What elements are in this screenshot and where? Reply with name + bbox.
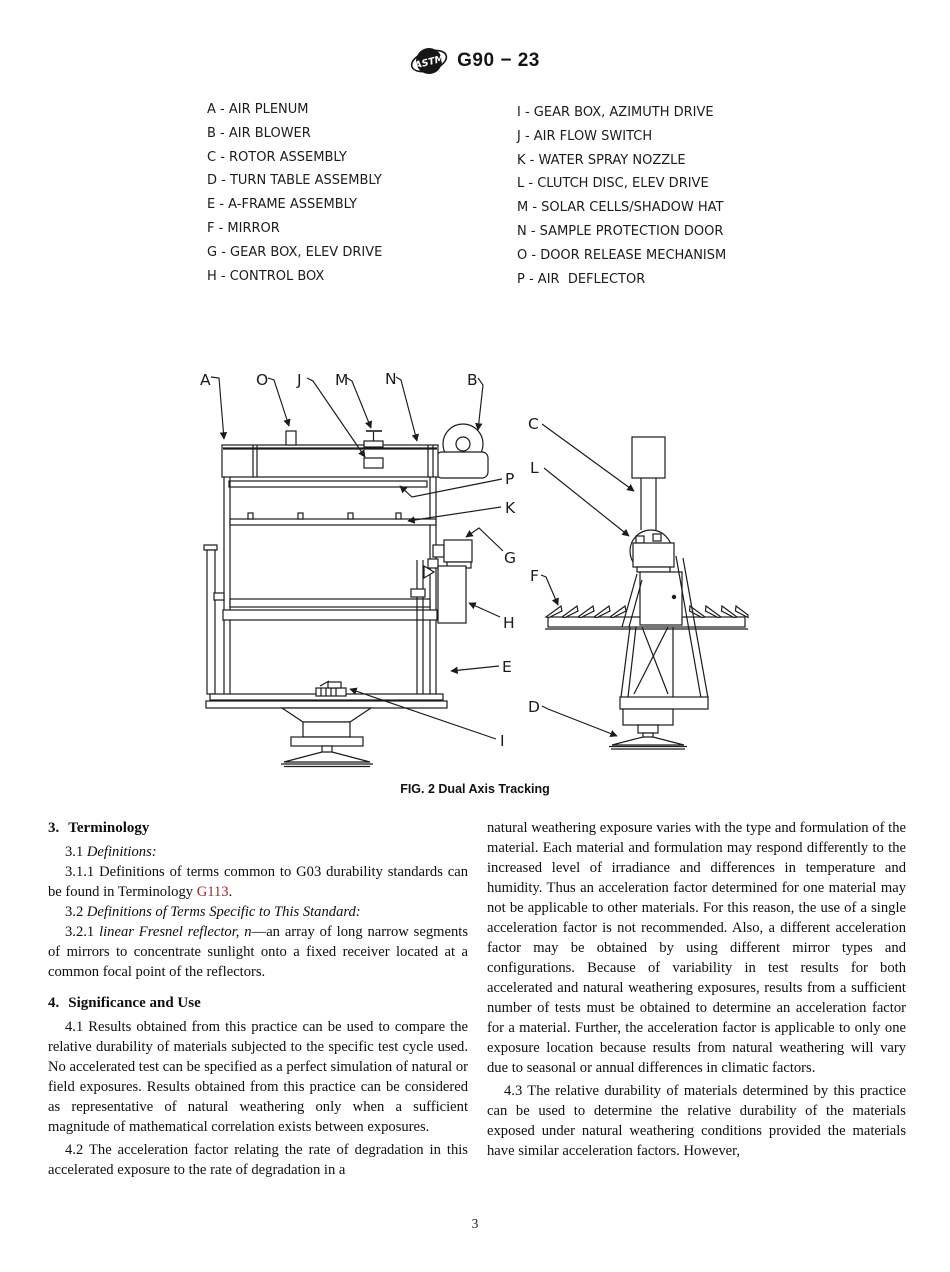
section-title: Significance and Use (68, 995, 201, 1011)
legend-item: O - DOOR RELEASE MECHANISM (517, 247, 727, 263)
legend-item: L - CLUTCH DISC, ELEV DRIVE (517, 176, 709, 192)
callout-l: L (530, 459, 539, 477)
legend-item: D - TURN TABLE ASSEMBLY (207, 173, 382, 189)
paragraph-3-2-1: 3.2.1 linear Fresnel reflector, n—an arr… (48, 922, 468, 982)
page-number: 3 (471, 1216, 479, 1231)
callout-m: M (335, 371, 348, 389)
legend-item: J - AIR FLOW SWITCH (517, 128, 653, 144)
callout-k: K (505, 499, 516, 517)
callout-j: J (296, 371, 302, 389)
section-4-heading: 4. Significance and Use (48, 993, 468, 1013)
legend-item: F - MIRROR (207, 220, 280, 236)
text-run: —an array of long narrow segments of mir… (48, 924, 468, 980)
text-run: 4.3 The relative durability of materials… (487, 1083, 906, 1159)
callout-d: D (528, 698, 540, 716)
callout-h: H (503, 614, 515, 632)
legend-item: K - WATER SPRAY NOZZLE (517, 152, 686, 168)
document-header: ASTM G90 − 23 (0, 44, 950, 78)
callout-i: I (500, 732, 505, 750)
paragraph-4-1: 4.1 Results obtained from this practice … (48, 1017, 468, 1137)
text-run: . (228, 884, 233, 900)
figure-caption: FIG. 2 Dual Axis Tracking (400, 782, 550, 796)
figure-2-diagram: A O J M N B P K G H E I C L F D (200, 370, 749, 768)
callout-g: G (504, 549, 516, 567)
section-title: Terminology (68, 820, 150, 836)
callout-n: N (385, 370, 397, 388)
legend-item: B - AIR BLOWER (207, 125, 311, 141)
section-3-heading: 3. Terminology (48, 818, 468, 838)
callout-e: E (502, 658, 512, 676)
paragraph-3-2: 3.2 Definitions of Terms Specific to Thi… (48, 902, 468, 922)
paragraph-4-2-continued: natural weathering exposure varies with … (487, 818, 906, 1078)
g113-link[interactable]: G113 (196, 884, 229, 900)
callout-f: F (530, 567, 539, 585)
text-column-right: natural weathering exposure varies with … (487, 818, 906, 1161)
italic-term: linear Fresnel reflector, n (99, 924, 252, 940)
text-run: 4.2 The acceleration factor relating the… (48, 1142, 468, 1178)
legend-item: E - A-FRAME ASSEMBLY (207, 197, 358, 213)
section-number: 3. (48, 820, 60, 836)
legend-item: N - SAMPLE PROTECTION DOOR (517, 223, 724, 239)
callout-b: B (467, 371, 478, 389)
legend-item: G - GEAR BOX, ELEV DRIVE (207, 244, 383, 260)
legend-item: M - SOLAR CELLS/SHADOW HAT (517, 200, 724, 216)
callout-p: P (505, 470, 514, 488)
text-run: 3.1.1 Definitions of terms common to G03… (48, 864, 468, 900)
legend-item: H - CONTROL BOX (207, 268, 325, 284)
legend-item: A - AIR PLENUM (207, 102, 309, 117)
paragraph-4-3: 4.3 The relative durability of materials… (487, 1081, 906, 1161)
text-run: 3.2.1 (65, 924, 100, 940)
astm-logo-icon: ASTM (410, 48, 448, 74)
callout-c: C (528, 415, 539, 433)
legend-item: I - GEAR BOX, AZIMUTH DRIVE (517, 105, 714, 120)
paragraph-3-1-1: 3.1.1 Definitions of terms common to G03… (48, 862, 468, 902)
figure-legend-left: A - AIR PLENUM B - AIR BLOWER C - ROTOR … (207, 98, 382, 288)
paragraph-3-1: 3.1 Definitions: (48, 842, 468, 862)
legend-item: C - ROTOR ASSEMBLY (207, 149, 347, 165)
paragraph-4-2: 4.2 The acceleration factor relating the… (48, 1140, 468, 1180)
callout-a: A (200, 371, 211, 389)
callout-o: O (256, 371, 268, 389)
text-run: 3.1 (65, 844, 87, 860)
text-run: natural weathering exposure varies with … (487, 820, 906, 1076)
text-run: 4.1 Results obtained from this practice … (48, 1019, 468, 1135)
italic-term: Definitions of Terms Specific to This St… (86, 904, 361, 920)
text-run: 3.2 (65, 904, 87, 920)
standard-designation: G90 − 23 (457, 50, 540, 71)
figure-legend-right: I - GEAR BOX, AZIMUTH DRIVE J - AIR FLOW… (517, 101, 726, 291)
italic-term: Definitions: (86, 844, 157, 860)
text-column-left: 3. Terminology 3.1 Definitions: 3.1.1 Def… (48, 818, 468, 1180)
section-number: 4. (48, 995, 60, 1011)
legend-item: P - AIR DEFLECTOR (517, 271, 646, 287)
